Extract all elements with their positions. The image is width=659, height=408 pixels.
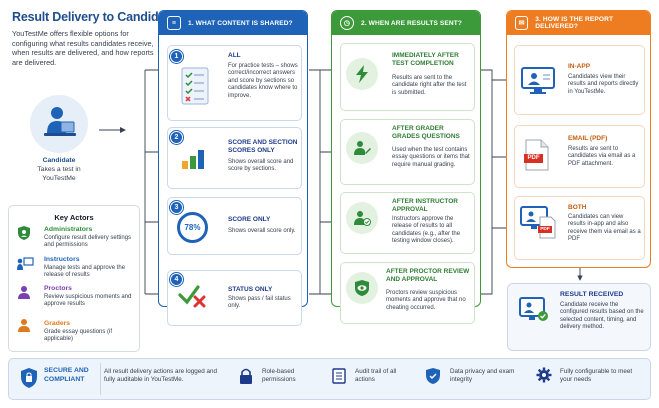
actor-instructor-desc: Manage tests and approve the release of … bbox=[44, 265, 126, 279]
column-1-header: ≡ 1. WHAT CONTENT IS SHARED? bbox=[159, 11, 307, 35]
settings-gear-icon bbox=[536, 367, 552, 383]
footer-item-4: Data privacy and exam integrity bbox=[450, 368, 515, 383]
card-6-desc: Used when the test contains essay questi… bbox=[392, 147, 470, 168]
monitor-pdf-icon: PDF bbox=[520, 205, 556, 239]
shield-user-icon bbox=[16, 225, 32, 241]
footer-title: SECURE AND COMPLIANT bbox=[44, 367, 89, 383]
page-title: Result Delivery to Candidates bbox=[12, 10, 183, 24]
card-2-desc: Shows overall score and score by section… bbox=[228, 159, 294, 173]
document-icon: ≡ bbox=[167, 16, 181, 30]
pdf-file-icon: PDF bbox=[524, 139, 550, 171]
footer-item-3: Audit trail of all actions bbox=[355, 368, 397, 383]
actor-grader-name: Graders bbox=[44, 320, 71, 327]
card-7-title: AFTER INSTRUCTOR APPROVAL bbox=[392, 198, 458, 213]
step-number-3: 3 bbox=[170, 201, 183, 214]
column-1-title: 1. WHAT CONTENT IS SHARED? bbox=[188, 19, 293, 27]
grader-user-icon bbox=[17, 318, 31, 332]
privacy-shield-icon bbox=[425, 367, 441, 385]
actor-grader-desc: Grade essay questions (if applicable) bbox=[44, 329, 113, 343]
intro-text: YouTestMe offers flexible options for co… bbox=[12, 29, 154, 67]
instructor-approve-icon bbox=[346, 202, 378, 234]
result-monitor-icon bbox=[518, 294, 550, 326]
candidate-label: Candidate bbox=[42, 157, 76, 164]
result-desc: Candidate receive the configured results… bbox=[560, 302, 644, 331]
footer-item-5: Fully configurable to meet your needs bbox=[560, 368, 633, 383]
lightning-icon bbox=[346, 58, 378, 90]
candidate-avatar bbox=[30, 95, 88, 153]
column-2-header: ◷ 2. WHEN ARE RESULTS SENT? bbox=[332, 11, 480, 35]
card-2-title: SCORE AND SECTION SCORES ONLY bbox=[228, 139, 298, 154]
monitor-icon bbox=[520, 66, 556, 96]
card-3-desc: Shows overall score only. bbox=[228, 228, 296, 234]
pdf-badge: PDF bbox=[524, 154, 543, 163]
card-score-sections[interactable] bbox=[167, 127, 302, 189]
footer-item-2: Role-based permissions bbox=[262, 368, 296, 383]
bar-chart-icon bbox=[180, 147, 208, 169]
score-badge: 78% bbox=[184, 223, 201, 232]
card-3-title: SCORE ONLY bbox=[228, 216, 271, 223]
card-11-desc: Candidates can view results in-app and a… bbox=[568, 214, 641, 243]
card-4-desc: Shows pass / fail status only. bbox=[228, 296, 291, 310]
card-5-title: IMMEDIATELY AFTER TEST COMPLETION bbox=[392, 52, 459, 67]
card-7-desc: Instructors approve the release of resul… bbox=[392, 216, 461, 245]
footer-item-1: All result delivery actions are logged a… bbox=[104, 368, 218, 383]
step-number-4: 4 bbox=[170, 273, 183, 286]
score-gauge-icon: 78% bbox=[177, 212, 208, 243]
card-4-title: STATUS ONLY bbox=[228, 286, 273, 293]
actor-proctor-name: Proctors bbox=[44, 285, 72, 292]
card-1-desc: For practice tests – shows correct/incor… bbox=[228, 63, 298, 99]
pass-fail-icon bbox=[178, 283, 208, 309]
card-9-title: IN-APP bbox=[568, 63, 591, 70]
key-actors-title: Key Actors bbox=[54, 213, 94, 222]
card-1-title: ALL bbox=[228, 52, 241, 59]
actor-instructor-name: Instructors bbox=[44, 256, 80, 263]
step-number-1: 1 bbox=[170, 50, 183, 63]
result-title: RESULT RECEIVED bbox=[560, 291, 624, 298]
card-8-desc: Proctors review suspicious moments and a… bbox=[386, 290, 466, 311]
presenter-icon bbox=[16, 257, 34, 271]
security-shield-icon bbox=[20, 367, 38, 389]
card-5-desc: Results are sent to the candidate right … bbox=[392, 75, 467, 96]
actor-proctor-desc: Review suspicious moments and approve re… bbox=[44, 294, 132, 308]
candidate-laptop-icon bbox=[44, 107, 76, 136]
card-9-desc: Candidates view their results and report… bbox=[568, 74, 639, 95]
actor-admin-desc: Configure result delivery settings and p… bbox=[44, 235, 132, 249]
clock-icon: ◷ bbox=[340, 16, 354, 30]
card-6-title: AFTER GRADER GRADES QUESTIONS bbox=[392, 125, 460, 140]
card-10-desc: Results are sent to candidates via email… bbox=[568, 146, 636, 167]
grader-edit-icon bbox=[346, 132, 378, 164]
actor-admin-name: Administrators bbox=[44, 226, 93, 233]
column-2-title: 2. WHEN ARE RESULTS SENT? bbox=[361, 19, 463, 27]
envelope-icon: ✉ bbox=[515, 16, 529, 30]
pdf-badge-small: PDF bbox=[538, 226, 552, 233]
candidate-desc: Takes a test in YouTestMe bbox=[37, 166, 81, 182]
lock-icon bbox=[239, 368, 253, 384]
column-3-title: 3. HOW IS THE REPORT DELIVERED? bbox=[535, 16, 614, 30]
step-number-2: 2 bbox=[170, 131, 183, 144]
proctor-user-icon bbox=[17, 285, 31, 299]
card-8-title: AFTER PROCTOR REVIEW AND APPROVAL bbox=[386, 268, 470, 283]
audit-list-icon bbox=[332, 368, 346, 384]
proctor-eye-icon bbox=[346, 272, 378, 304]
checklist-icon bbox=[178, 66, 212, 106]
card-11-title: BOTH bbox=[568, 204, 587, 211]
card-10-title: EMAIL (PDF) bbox=[568, 135, 608, 142]
footer-divider bbox=[100, 363, 101, 395]
column-3-header: ✉ 3. HOW IS THE REPORT DELIVERED? bbox=[507, 11, 650, 35]
